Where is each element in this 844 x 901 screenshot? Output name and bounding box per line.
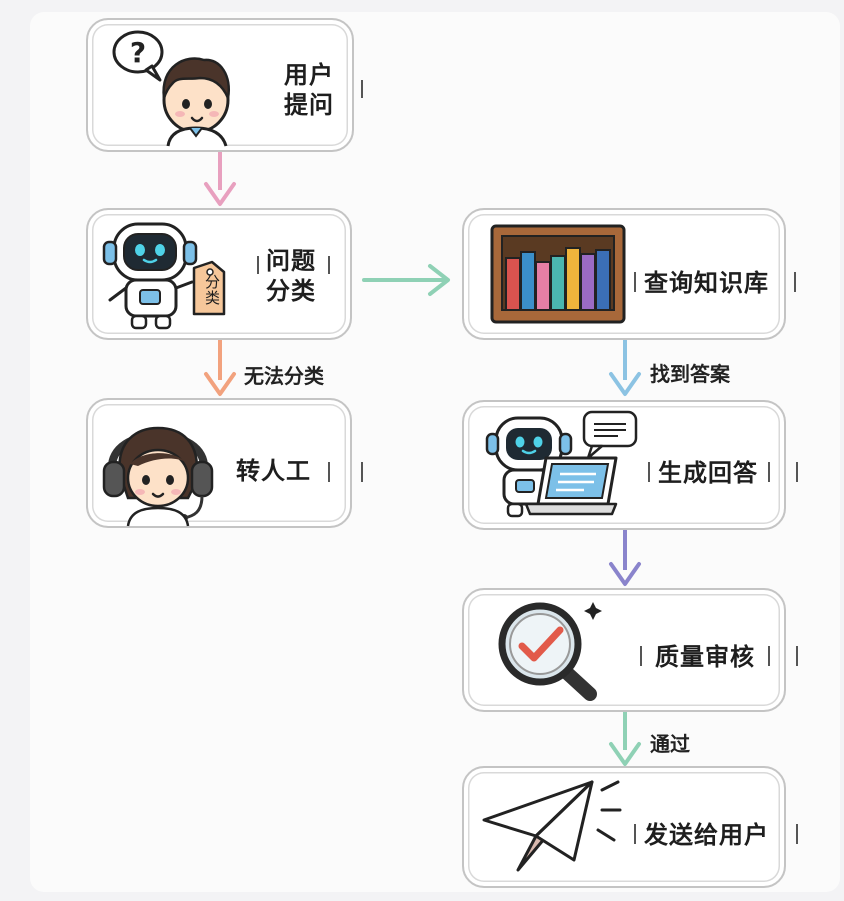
question-classify-line1: 问题 bbox=[266, 247, 316, 275]
label-divider bbox=[768, 462, 770, 482]
label-divider bbox=[794, 272, 796, 292]
label-divider bbox=[796, 824, 798, 844]
question-classify-label: 问题 分类 bbox=[266, 246, 316, 306]
robot-tag-text: 分类 bbox=[200, 274, 226, 306]
query-kb-label: 查询知识库 bbox=[644, 269, 769, 297]
arrow-user-to-classify bbox=[204, 152, 236, 206]
arrow-classify-to-human bbox=[204, 340, 236, 396]
user-question-label: 用户 提问 bbox=[284, 60, 334, 120]
svg-text:?: ? bbox=[130, 36, 146, 69]
support-agent-icon bbox=[102, 426, 214, 527]
generate-answer-label: 生成回答 bbox=[658, 459, 758, 487]
label-divider bbox=[648, 462, 650, 482]
edge-label-found-answer: 找到答案 bbox=[650, 362, 730, 386]
edge-label-passed: 通过 bbox=[650, 732, 690, 756]
arrow-classify-to-kb bbox=[362, 264, 450, 296]
robot-tag-icon bbox=[102, 222, 226, 330]
magnifier-check-icon bbox=[498, 602, 602, 701]
label-divider bbox=[361, 80, 363, 98]
paper-plane-icon bbox=[482, 780, 622, 872]
edge-label-cannot-classify: 无法分类 bbox=[244, 364, 324, 388]
label-divider bbox=[257, 256, 259, 274]
quality-review-label: 质量审核 bbox=[655, 643, 755, 671]
tag-text: 分类 bbox=[205, 273, 222, 307]
label-divider bbox=[361, 462, 363, 482]
label-divider bbox=[634, 272, 636, 292]
label-divider bbox=[796, 646, 798, 666]
bookshelf-icon bbox=[490, 224, 626, 324]
transfer-human-label: 转人工 bbox=[236, 457, 311, 485]
arrow-kb-to-generate bbox=[609, 340, 641, 396]
label-divider bbox=[328, 256, 330, 274]
label-divider bbox=[634, 824, 636, 844]
label-divider bbox=[768, 646, 770, 666]
label-divider bbox=[328, 462, 330, 482]
arrow-review-to-send bbox=[609, 712, 641, 766]
arrow-generate-to-review bbox=[609, 530, 641, 586]
question-classify-line2: 分类 bbox=[266, 277, 316, 305]
user-question-line1: 用户 bbox=[284, 61, 334, 89]
label-divider bbox=[640, 646, 642, 666]
send-to-user-label: 发送给用户 bbox=[644, 821, 769, 849]
robot-laptop-icon bbox=[485, 410, 638, 518]
label-divider bbox=[796, 462, 798, 482]
user-question-icon: ? bbox=[112, 30, 231, 147]
user-question-line2: 提问 bbox=[284, 91, 334, 119]
